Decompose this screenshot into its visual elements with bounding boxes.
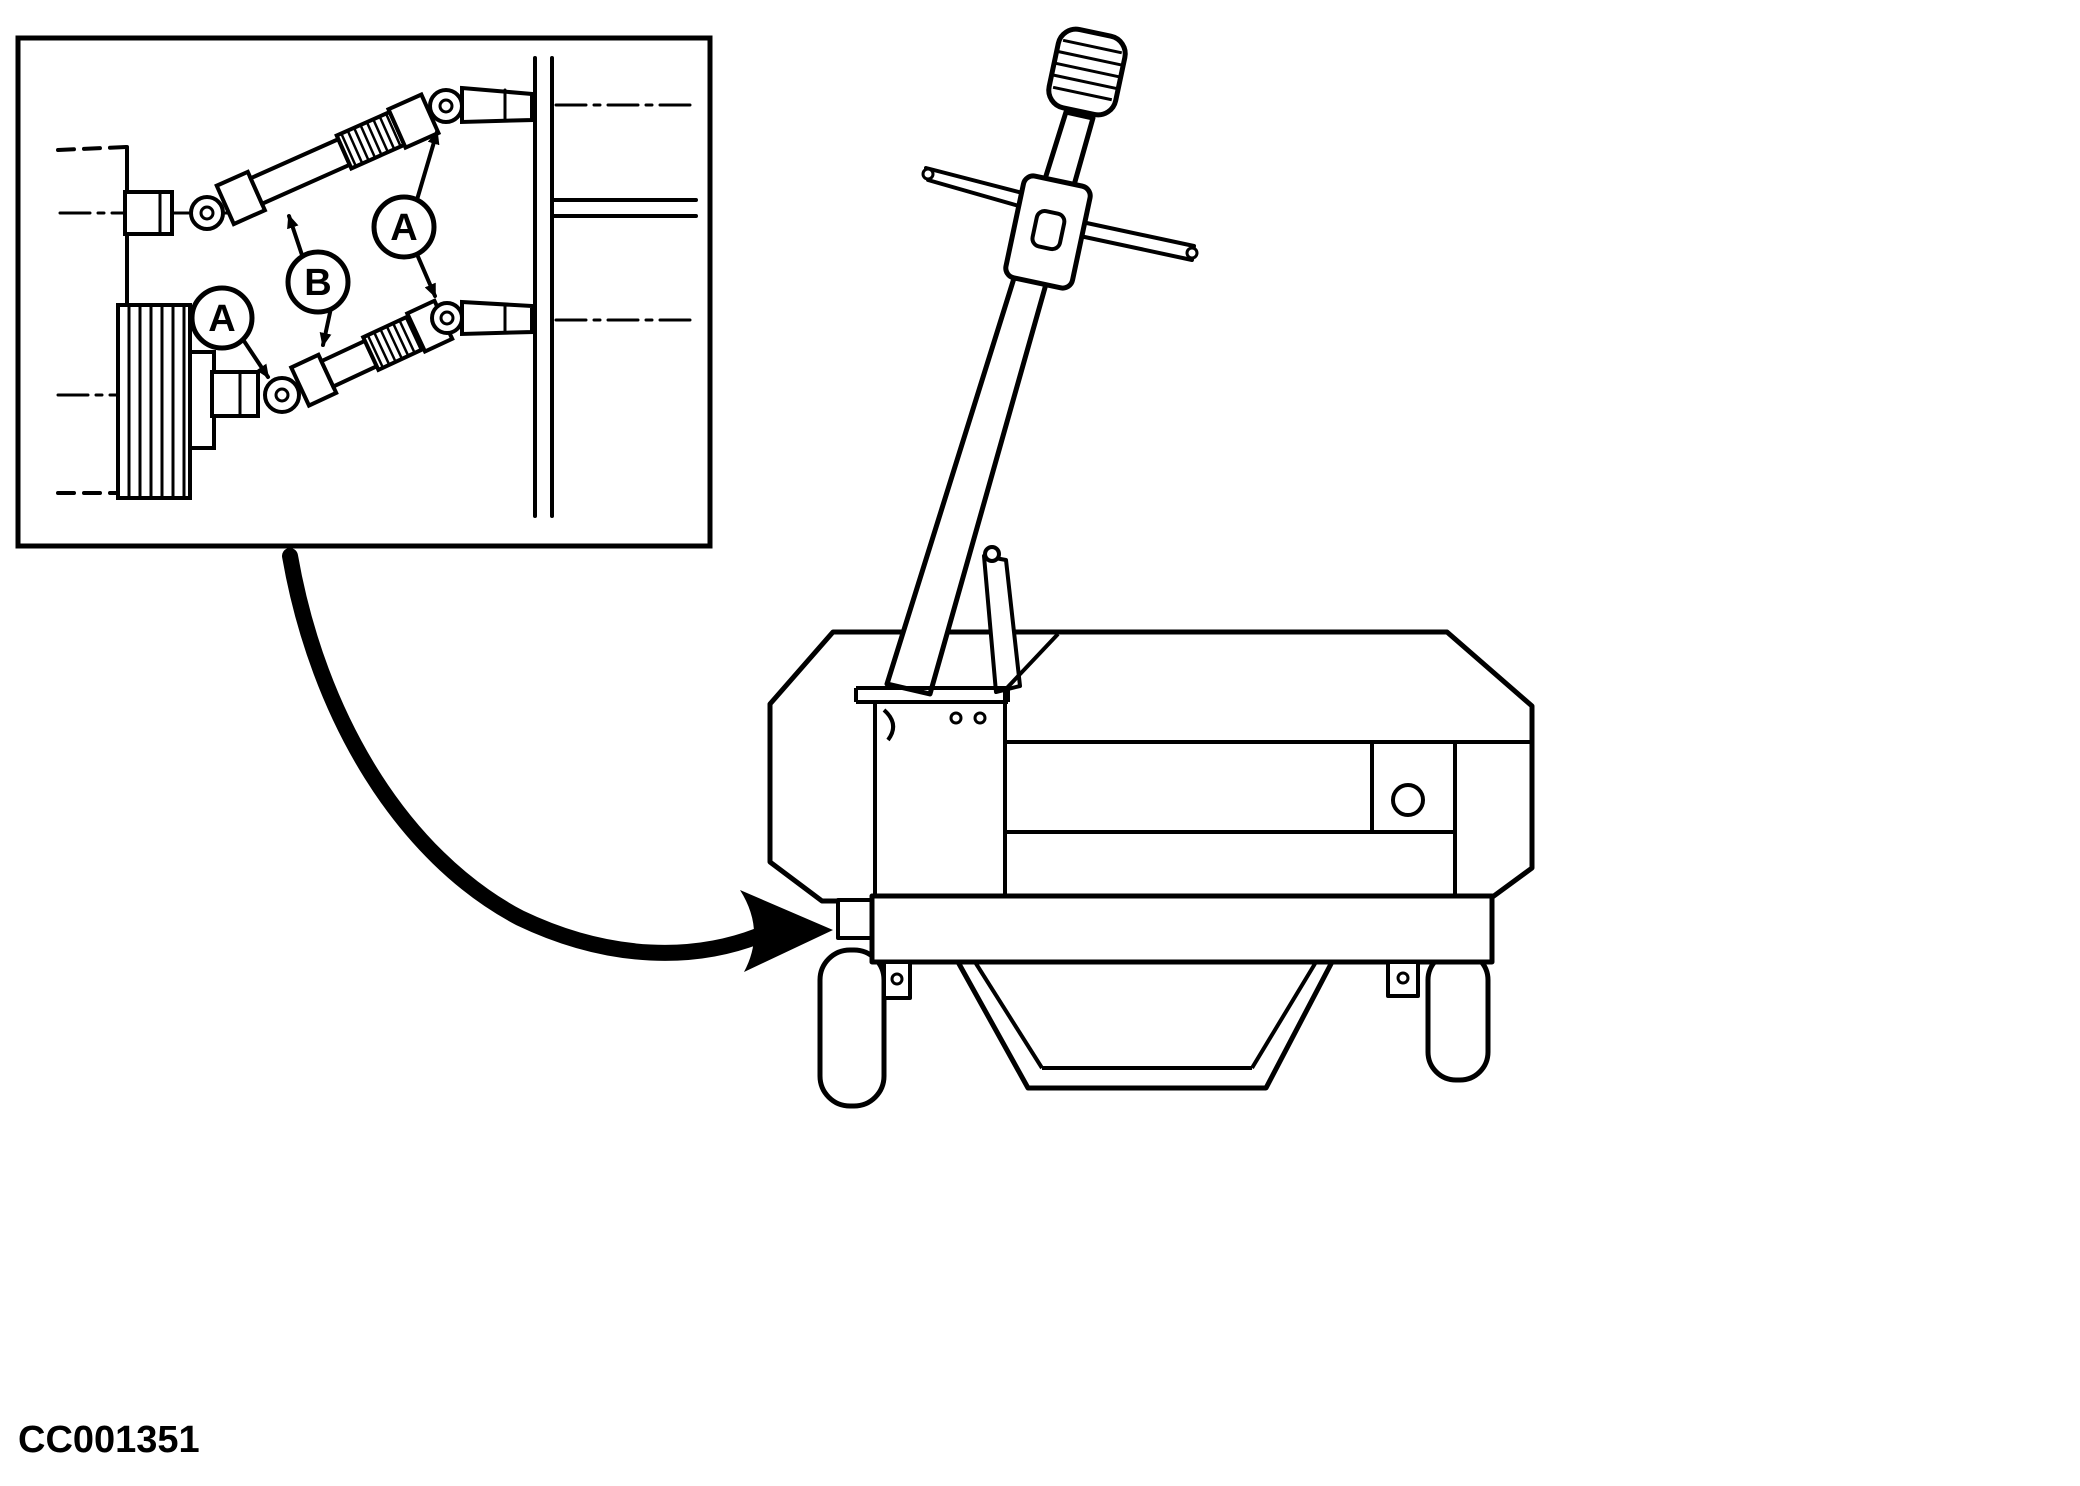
- callout-a-right: A: [371, 194, 437, 260]
- left-wheel: [817, 947, 887, 1109]
- right-wheel: [1425, 949, 1491, 1083]
- bumper: [869, 893, 1495, 965]
- lower-output-stub: [460, 299, 534, 337]
- lower-driveshaft: [210, 298, 534, 418]
- mount-plate: [854, 632, 1060, 742]
- callout-a-left-label: A: [208, 298, 235, 340]
- deck: [955, 959, 1335, 1091]
- frame-lines: [533, 56, 698, 518]
- right-wheel-bracket: [1386, 960, 1420, 998]
- ujoint-diagram: A B A: [56, 56, 698, 518]
- lower-input-stub: [210, 370, 260, 418]
- pointer-arrow: [282, 548, 833, 972]
- callout-b-label: B: [304, 262, 331, 304]
- spline-hatch: [340, 112, 402, 168]
- inset-panel: A B A: [15, 35, 713, 549]
- callout-a-left: A: [189, 285, 255, 351]
- figure-code: CC001351: [18, 1419, 200, 1461]
- handle-bracket: [1003, 173, 1093, 291]
- upper-driveshaft: [189, 85, 534, 231]
- callout-b: B: [285, 249, 351, 315]
- machine-body: [767, 629, 1535, 940]
- handle-assembly: [854, 26, 1199, 742]
- body-hole: [1391, 783, 1425, 817]
- pointer-arrowhead: [740, 890, 833, 972]
- pulley: [116, 303, 216, 500]
- upper-output-stub: [460, 85, 534, 125]
- machine-drawing: [767, 26, 1535, 1109]
- left-wheel-bracket: [882, 960, 912, 1000]
- upper-input-stub: [123, 190, 174, 236]
- leader-arrows: [242, 130, 440, 379]
- bracket-slot: [1030, 209, 1067, 252]
- callout-a-right-label: A: [390, 207, 417, 249]
- spline-hatch: [366, 316, 423, 370]
- left-step: [836, 898, 874, 940]
- handle-grip: [1046, 26, 1128, 118]
- hydraulic-cylinder: [982, 545, 1022, 694]
